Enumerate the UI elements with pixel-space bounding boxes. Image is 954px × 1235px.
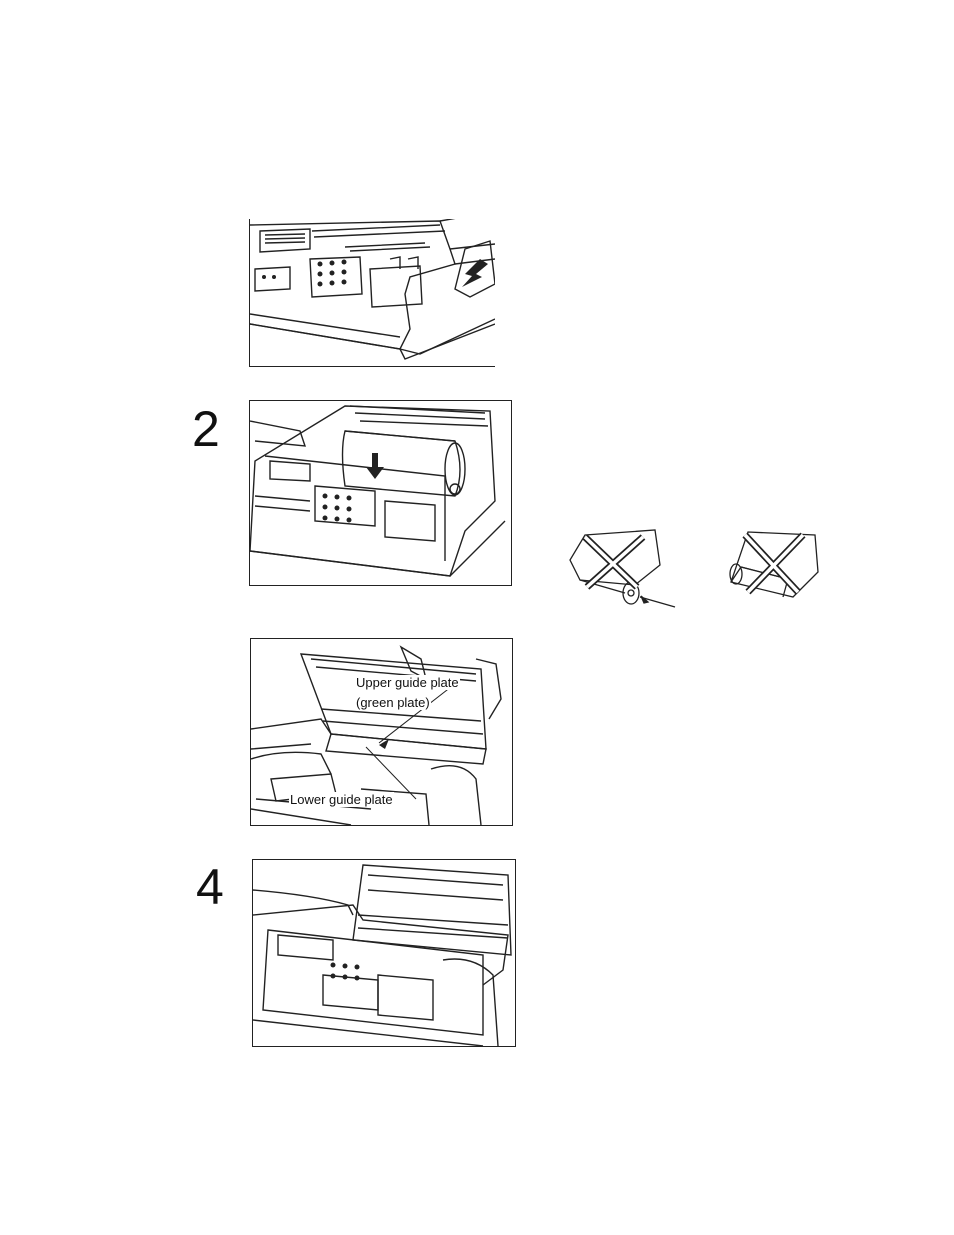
fax-machine-closed-icon	[250, 219, 495, 366]
green-plate-label: (green plate)	[355, 695, 431, 710]
illustration-guide-plates: Upper guide plate (green plate) Lower gu…	[250, 638, 513, 826]
incorrect-roll-icon	[723, 527, 828, 605]
lower-guide-plate-label: Lower guide plate	[289, 792, 394, 807]
step-number-4: 4	[196, 862, 224, 912]
illustration-insert-roll	[249, 400, 512, 586]
step-number-2: 2	[192, 404, 220, 454]
illustration-open-cover	[249, 219, 495, 367]
incorrect-roll-diagram-1	[565, 525, 683, 615]
incorrect-roll-diagram-2	[723, 527, 828, 605]
fax-machine-roll-icon	[250, 401, 511, 585]
incorrect-roll-icon	[565, 525, 683, 615]
illustration-close-cover	[252, 859, 516, 1047]
fax-machine-closing-icon	[253, 860, 515, 1046]
upper-guide-plate-label: Upper guide plate	[355, 675, 460, 690]
